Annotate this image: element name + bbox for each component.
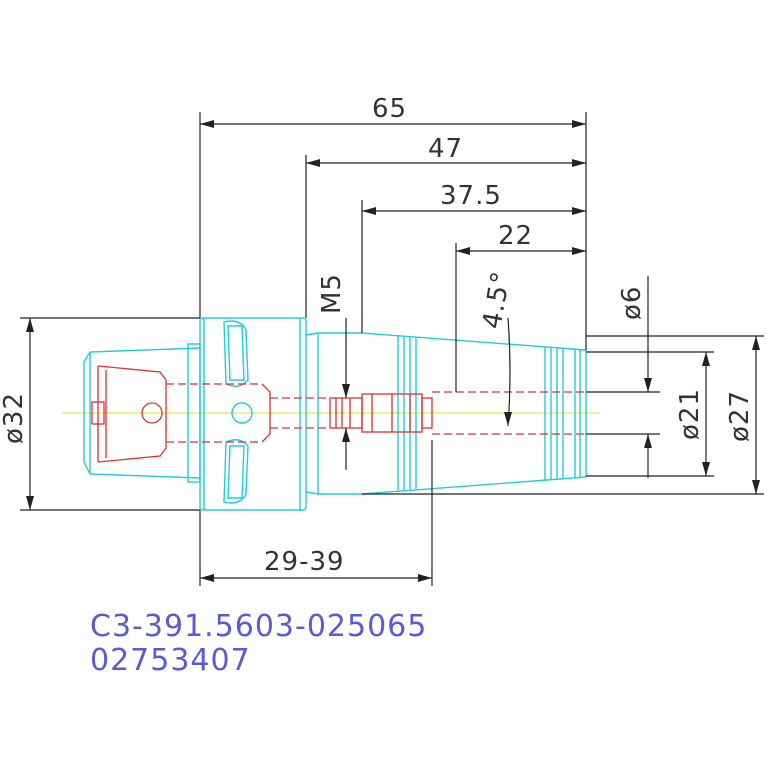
hidden-internal [91,365,586,463]
dim-22: 22 [498,221,533,251]
dim-37-5: 37.5 [440,181,502,211]
dim-65: 65 [372,94,407,124]
dim-clamp: 29-39 [264,547,345,577]
dim-47: 47 [428,134,463,164]
dim-m5: M5 [317,273,347,314]
dimension-lines [20,112,764,586]
holder-outline [83,317,587,511]
dim-dia27: ø27 [725,390,755,442]
part-number: 02753407 [90,643,251,678]
dim-dia21: ø21 [675,388,705,440]
dim-dia6: ø6 [617,286,647,320]
dim-angle: 4.5° [477,269,517,332]
part-code: C3-391.5603-025065 [90,609,427,644]
dim-dia32: ø32 [0,392,29,444]
